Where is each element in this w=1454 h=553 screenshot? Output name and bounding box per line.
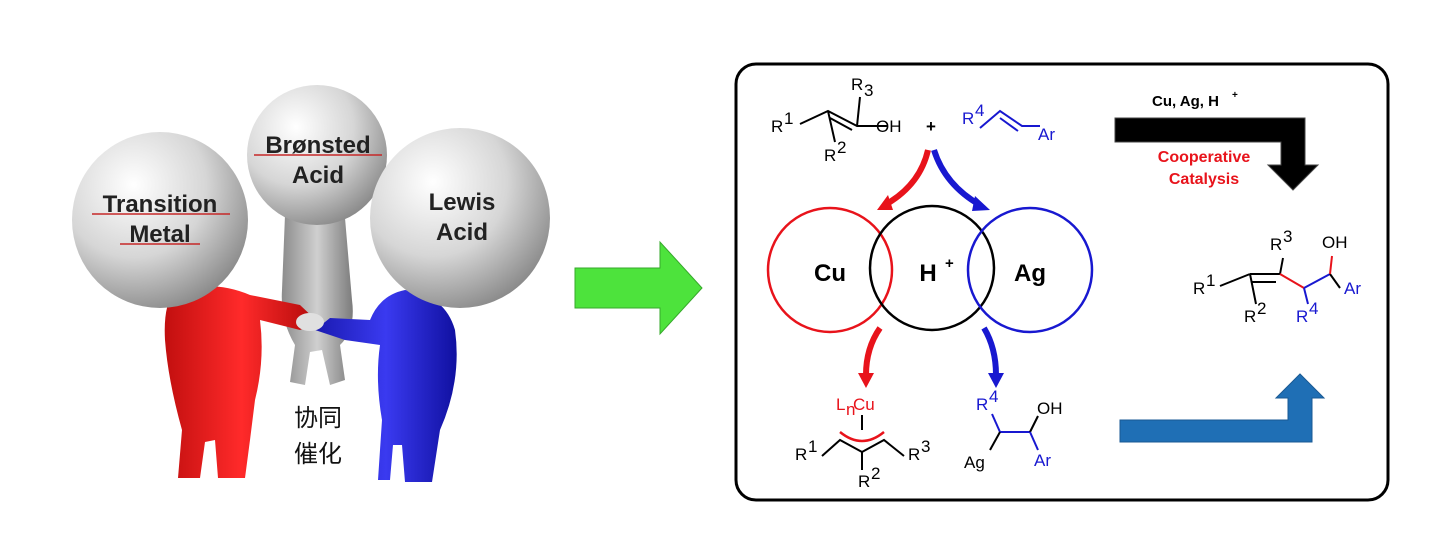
styrene-r4-label: R [962,109,974,128]
product-r1-sub: 1 [1206,271,1215,290]
caption-line2: 催化 [294,440,342,468]
product-r1-label: R [1193,279,1205,298]
h-plus-circle [868,204,996,332]
bronsted-figure-body [281,210,353,385]
three-figures-illustration: Transition Metal Brønsted Acid Lewis Aci… [72,85,550,482]
allylic-r1-label: R [771,117,783,136]
product-ar-label: Ar [1344,279,1361,298]
product-r3-label: R [1270,235,1282,254]
ag-circle-label: Ag [1014,260,1046,287]
ag-circle [966,206,1094,334]
product-r2-sub: 2 [1257,299,1266,318]
cooperative-title-line2: Catalysis [1169,171,1239,188]
transition-metal-head [72,132,248,308]
allylcu-r1-sub: 1 [808,437,817,456]
pi-allyl-copper-structure [821,415,905,470]
blue-bent-arrow [1119,373,1326,443]
lncu-n: n [846,400,855,419]
transition-metal-figure-body [164,286,318,478]
organosilver-structure [989,413,1039,451]
agint-ag-label: Ag [964,453,985,472]
product-r2-label: R [1244,307,1256,326]
product-r4-sub: 4 [1309,299,1318,318]
reaction-conditions-sup: + [1232,90,1238,101]
h-circle-sup: + [945,255,954,272]
caption-line1: 协同 [294,404,342,432]
styrene-structure [979,109,1040,132]
allylic-oh-label: OH [876,117,902,136]
product-r4-label: R [1296,307,1308,326]
plus-sign: + [926,117,936,136]
bronsted-acid-label-line2: Acid [292,162,344,189]
cu-circle-label: Cu [814,260,846,287]
allylic-r1-sub: 1 [784,109,793,128]
styrene-ar-label: Ar [1038,125,1055,144]
allylcu-r3-label: R [908,445,920,464]
product-r3-sub: 3 [1283,227,1292,246]
cooperative-title-line1: Cooperative [1158,149,1251,166]
allylic-alcohol-structure [799,96,888,143]
product-oh-label: OH [1322,233,1348,252]
reaction-conditions: Cu, Ag, H [1152,93,1219,110]
product-structure [1219,255,1341,305]
allylcu-r2-label: R [858,472,870,491]
scheme-box [734,62,1390,502]
lewis-acid-figure-body [315,290,457,482]
styrene-r4-sub: 4 [975,101,984,120]
agint-r4-sub: 4 [989,387,998,406]
red-down-arrow [863,326,883,376]
agint-oh-label: OH [1037,399,1063,418]
lewis-acid-label-line1: Lewis [429,189,496,216]
green-right-arrow [574,240,703,336]
allylic-r3-label: R [851,75,863,94]
allylic-r2-sub: 2 [837,138,846,157]
allylic-r2-label: R [824,146,836,165]
h-circle-label: H [919,260,936,287]
blue-split-arrow [931,149,982,208]
lewis-acid-label-line2: Acid [436,219,488,246]
allylic-r3-sub: 3 [864,81,873,100]
allylcu-r2-sub: 2 [871,464,880,483]
agint-r4-label: R [976,395,988,414]
allylcu-r1-label: R [795,445,807,464]
red-split-arrow [883,149,931,208]
lncu-cu: Cu [853,395,875,414]
black-bent-arrow [1114,117,1320,191]
allylcu-r3-sub: 3 [921,437,930,456]
lewis-acid-head [370,128,550,308]
agint-ar-label: Ar [1034,451,1051,470]
lncu-l: L [836,395,845,414]
blue-down-arrow [981,326,999,376]
cu-circle [766,206,894,334]
